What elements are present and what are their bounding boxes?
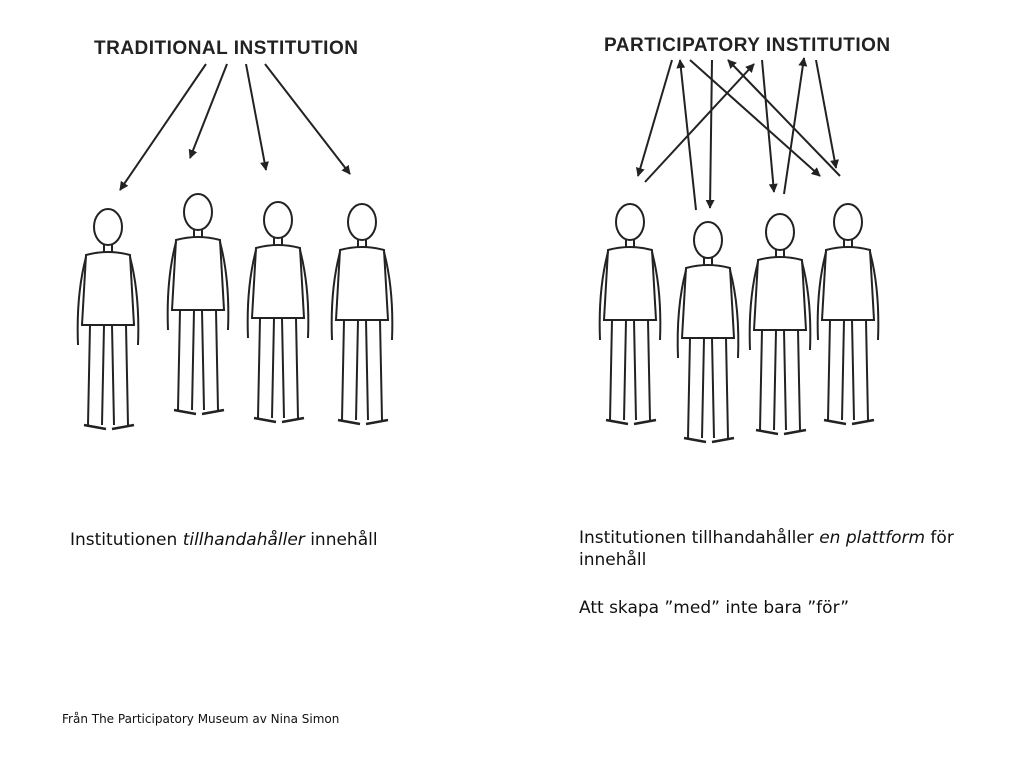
visitor-figure (748, 212, 812, 436)
visitor-figure (76, 207, 140, 431)
visitor-figure (676, 220, 740, 444)
traditional-arrows (119, 63, 351, 191)
traditional-institution-title: TRADITIONAL INSTITUTION (94, 38, 359, 59)
visitor-figure (246, 200, 310, 424)
visitor-figure (816, 202, 880, 426)
participatory-visitors (598, 202, 880, 444)
visitor-figure (330, 202, 394, 426)
participatory-institution-title: PARTICIPATORY INSTITUTION (604, 35, 891, 56)
traditional-caption: Institutionen tillhandahåller innehåll (70, 530, 378, 550)
traditional-visitors (76, 192, 394, 431)
visitor-figure (166, 192, 230, 416)
participatory-caption: Institutionen tillhandahåller en plattfo… (579, 528, 954, 570)
source-credit: Från The Participatory Museum av Nina Si… (62, 712, 340, 726)
participatory-arrows (635, 57, 841, 211)
participatory-caption-secondary: Att skapa ”med” inte bara ”för” (579, 598, 850, 618)
visitor-figure (598, 202, 662, 426)
